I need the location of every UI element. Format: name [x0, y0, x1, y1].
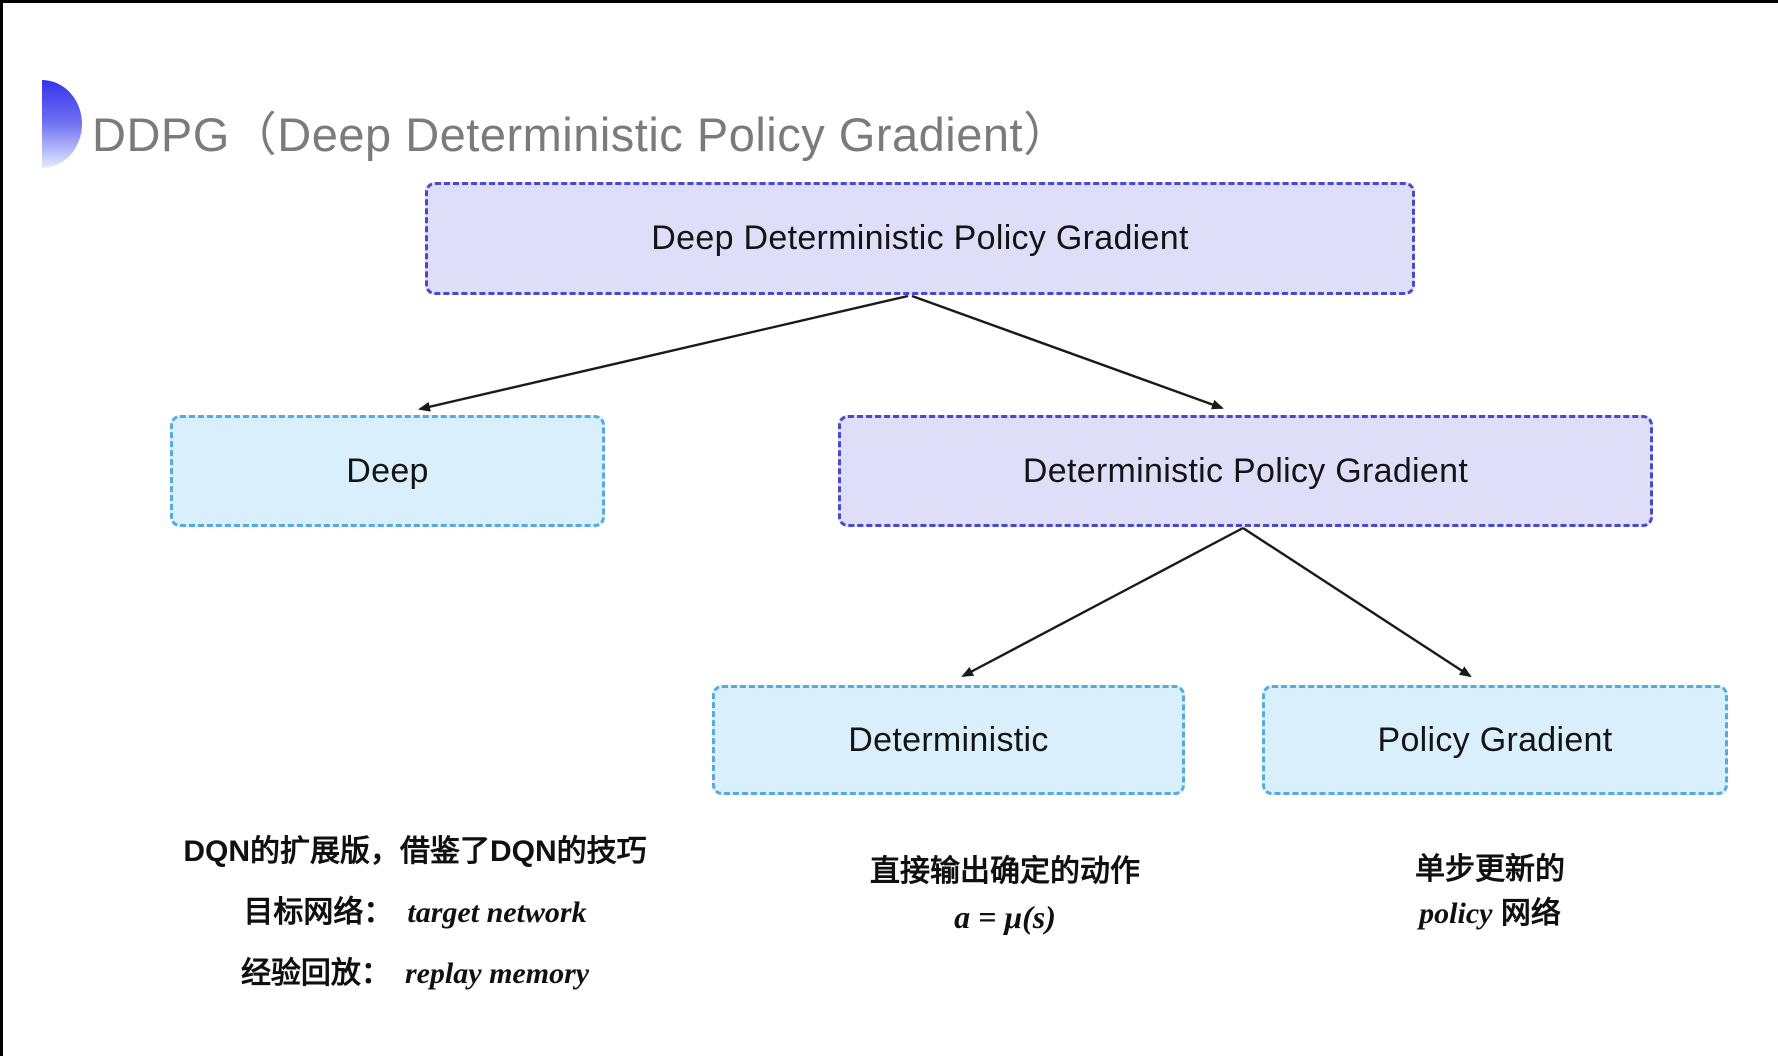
top-border-line — [0, 0, 1778, 3]
note-line: policy 网络 — [1300, 894, 1680, 934]
note-term: target network — [407, 896, 587, 929]
arrow-root-to-deep — [418, 294, 909, 412]
note-line: 单步更新的 — [1415, 853, 1565, 886]
note-term: policy — [1419, 897, 1493, 930]
node-deterministic: Deterministic — [712, 685, 1185, 795]
page-title: DDPG（Deep Deterministic Policy Gradient） — [92, 108, 1071, 162]
arrow-root-to-dpg — [911, 294, 1224, 410]
node-deep-deterministic-policy-gradient: Deep Deterministic Policy Gradient — [425, 182, 1415, 295]
node-deterministic-policy-gradient: Deterministic Policy Gradient — [838, 415, 1653, 527]
node-label: Deterministic Policy Gradient — [1022, 451, 1469, 490]
note-deterministic: 直接输出确定的动作 a = μ(s) — [790, 852, 1220, 942]
note-line: 经验回放： replay memory — [125, 954, 705, 994]
node-policy-gradient: Policy Gradient — [1262, 685, 1728, 795]
note-formula: a = μ(s) — [954, 899, 1056, 935]
note-line: DQN的扩展版，借鉴了DQN的技巧 — [183, 835, 647, 868]
note-label: 目标网络： — [243, 896, 394, 929]
node-label: Deterministic — [848, 720, 1049, 759]
node-label: Deep Deterministic Policy Gradient — [651, 219, 1189, 257]
note-line: 目标网络： target network — [125, 893, 705, 933]
note-deep-dqn: DQN的扩展版，借鉴了DQN的技巧 目标网络： target network 经验… — [125, 832, 705, 1015]
arrow-dpg-to-policy-gradient — [1242, 526, 1472, 678]
note-label: 经验回放： — [240, 957, 391, 990]
left-border-line — [0, 0, 3, 1056]
node-deep: Deep — [170, 415, 605, 527]
note-line: 直接输出确定的动作 — [870, 855, 1140, 888]
node-label: Deep — [346, 451, 429, 490]
node-label: Policy Gradient — [1377, 720, 1613, 759]
note-suffix: 网络 — [1492, 897, 1561, 930]
note-term: replay memory — [404, 957, 590, 990]
arrow-dpg-to-deterministic — [961, 526, 1244, 678]
note-policy-gradient: 单步更新的 policy 网络 — [1300, 850, 1680, 938]
